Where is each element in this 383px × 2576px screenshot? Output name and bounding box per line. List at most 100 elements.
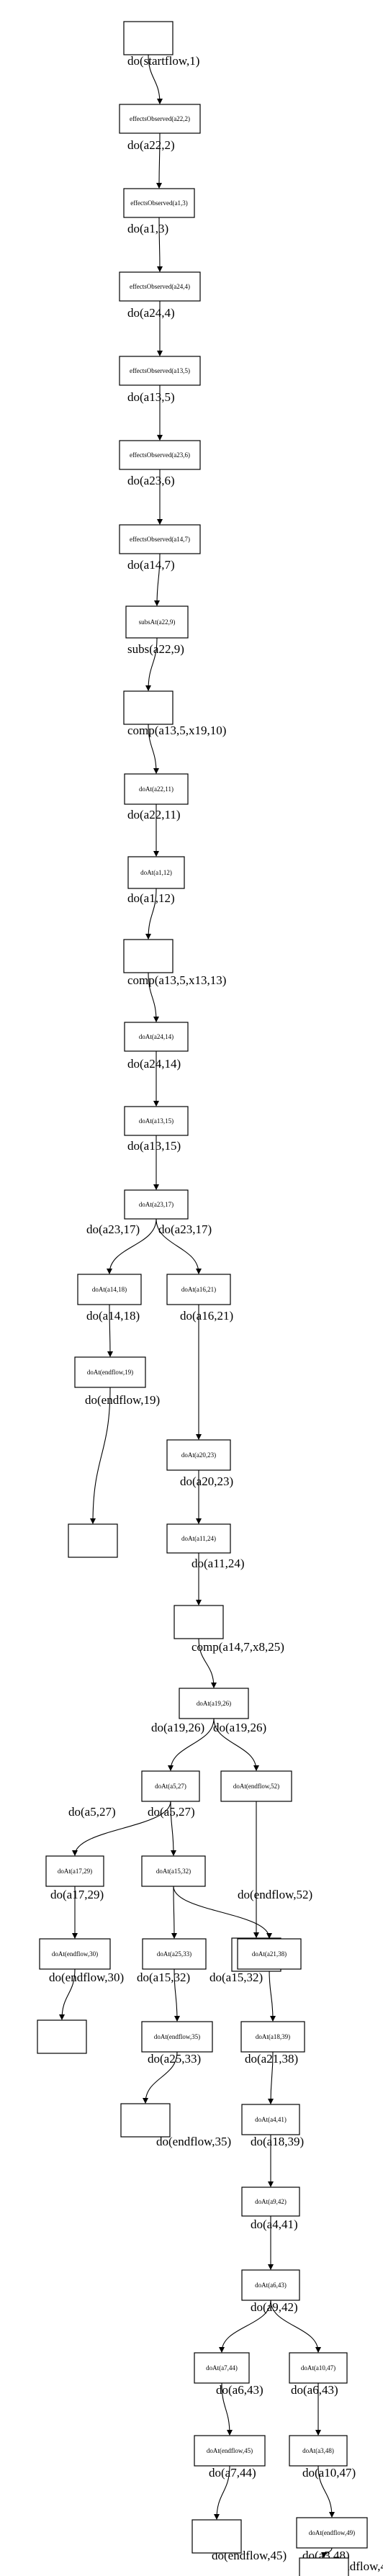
edge-arrow [168,1718,215,1771]
edge-label: do(a16,21) [180,1309,233,1323]
state-node: doAt(a9,42) [241,2187,300,2217]
state-node: doAt(a4,41) [241,2104,300,2135]
edge-label: do(a1,12) [127,891,175,905]
state-node: subsAt(a22,9) [125,605,189,639]
edge-arrow [317,2465,335,2518]
edge-label: do(endflow,35) [156,2135,231,2148]
edge-arrow [213,1718,259,1771]
edge-arrow [72,1801,171,1856]
node-box [124,1189,189,1220]
edge-arrow [173,1886,272,1939]
empty-state-node [37,2019,87,2054]
empty-state-node [120,2103,171,2138]
edge-label: do(a18,39) [251,2135,304,2148]
edge-arrow [219,2300,271,2353]
node-label: doAt(a1,12) [140,869,172,876]
node-label: doAt(a10,47) [301,2364,335,2372]
node-box [124,1106,189,1136]
empty-state-node [299,2557,349,2576]
state-node: doAt(a17,29) [45,1855,104,1887]
node-box [123,939,174,973]
node-label: doAt(endflow,19) [87,1369,133,1376]
edges-layer: do(startflow,1) do(a22,2) do(a1,3) do(a24,4… [49,54,383,2573]
node-label: subsAt(a22,9) [139,618,176,626]
edge-label: subs(a22,9) [127,642,184,656]
edge-label: do(a19,26) [151,1721,204,1734]
node-label: doAt(a24,14) [139,1033,174,1040]
node-box [120,2103,171,2138]
edge-label: comp(a13,5,x13,13) [127,973,226,987]
state-node: effectsObserved(a14,7) [119,524,201,554]
node-box [142,1938,207,1970]
node-box [68,1523,118,1558]
edge-label: do(a22,11) [127,808,181,821]
node-label: doAt(a7,44) [206,2364,238,2372]
edge-label: do(a4,41) [251,2217,298,2231]
edge-arrow [107,1218,157,1274]
edge-label: comp(a14,7,x8,25) [192,1640,284,1654]
node-box [289,2435,348,2467]
node-box [240,2021,305,2053]
node-box [127,856,185,889]
node-label: doAt(a19,26) [197,1700,231,1707]
state-node: doAt(a14,18) [77,1274,142,1305]
edge-arrow [174,1968,180,2022]
edge-label: do(a19,26) [213,1721,266,1734]
node-label: doAt(a13,15) [139,1117,174,1125]
node-label: doAt(a6,43) [255,2282,287,2289]
edge-label: do(a15,32) [209,1971,263,1984]
node-label: doAt(a22,11) [139,785,174,793]
node-box [166,1439,231,1471]
edge-label: do(a5,27) [68,1805,116,1819]
state-node: doAt(a19,26) [179,1688,249,1719]
node-label: doAt(a15,32) [156,1868,191,1875]
node-box [39,1938,111,1970]
state-node: doAt(a3,48) [289,2435,348,2467]
node-label: doAt(a5,27) [155,1783,186,1790]
node-box [241,2187,300,2217]
node-box [124,1022,189,1052]
edge-arrow [107,1304,113,1357]
node-box [119,104,201,134]
state-node: doAt(a18,39) [240,2021,305,2053]
node-box [237,1938,302,1970]
node-box [141,1855,206,1887]
edge-label: do(startflow,1) [127,54,199,68]
edge-label: do(a24,14) [127,1057,181,1071]
node-box [119,356,201,386]
node-box [296,2517,368,2549]
empty-state-node [174,1605,224,1639]
edge-label: do(a13,5) [127,390,175,404]
empty-state-node [123,21,174,55]
empty-state-node [192,2519,242,2554]
node-box [289,2352,348,2384]
node-box [119,440,201,470]
edge-arrow [143,2051,178,2104]
edge-arrow [154,553,161,606]
edge-label: do(a6,43) [291,2383,338,2397]
node-box [299,2557,349,2576]
node-label: doAt(a9,42) [255,2198,287,2205]
node-box [194,2352,250,2384]
state-node: effectsObserved(a1,3) [123,188,195,218]
edge-label: do(a15,32) [137,1971,190,1984]
state-node: doAt(a25,33) [142,1938,207,1970]
state-node: doAt(a22,11) [124,773,189,805]
state-node: effectsObserved(a23,6) [119,440,201,470]
state-node: doAt(endflow,30) [39,1938,111,1970]
state-node: doAt(a5,27) [141,1770,200,1802]
node-box [124,773,189,805]
node-box [123,188,195,218]
node-label: doAt(a3,48) [302,2447,334,2454]
edge-label: do(a24,4) [127,306,175,320]
edge-label: do(a1,3) [127,222,168,235]
edge-label: do(a17,29) [50,1888,104,1901]
node-box [141,2021,213,2053]
edge-label: do(a22,2) [127,138,175,152]
node-box [123,21,174,55]
node-label: doAt(a4,41) [255,2116,287,2123]
node-label: doAt(a21,38) [252,1950,287,1958]
node-label: doAt(a23,17) [139,1201,174,1208]
state-node: doAt(a10,47) [289,2352,348,2384]
